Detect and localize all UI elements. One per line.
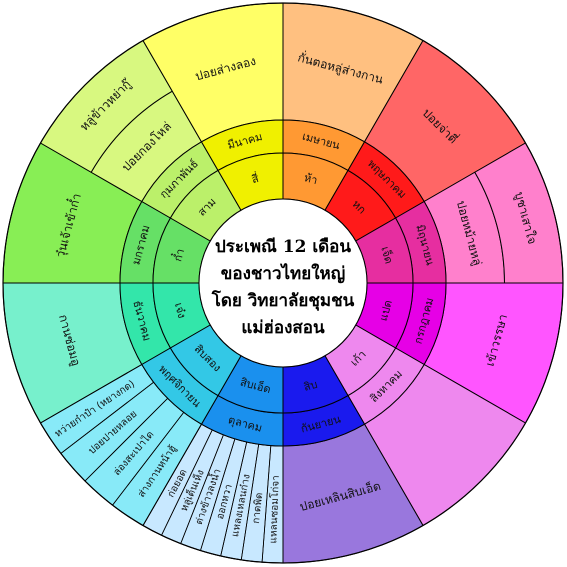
inner-sector-label: ห้า — [303, 171, 319, 187]
center-line-2: ของชาวไทยใหญ่ — [221, 263, 345, 284]
center-line-1: ประเพณี 12 เดือน — [215, 236, 351, 257]
center-line-4: แม่ฮ่องสอน — [241, 318, 325, 338]
inner-sector-label: สิบ — [302, 378, 319, 394]
inner-sector-label: ก๋ำ — [169, 247, 187, 263]
festival-label: แหลนซอมโก่จา — [266, 475, 282, 544]
center-line-3: โดย วิทยาลัยชุมชน — [211, 290, 355, 311]
inner-sector-label: แปด — [377, 299, 395, 323]
center-title: ประเพณี 12 เดือน ของชาวไทยใหญ่ โดย วิทยา… — [211, 236, 355, 338]
inner-sector-label: สี่ — [249, 170, 260, 186]
inner-sector-label: เจ๋ง — [172, 301, 189, 319]
inner-sector-label: เจ็ด — [378, 245, 396, 265]
festival-label: กาดพิด — [251, 492, 265, 524]
inner-ring: เจ๋งก๋ำสามสี่ห้าหกเจ็ดแปดเก้าสิบสิบเอ็ดส… — [152, 152, 414, 414]
center-circle — [198, 198, 368, 368]
